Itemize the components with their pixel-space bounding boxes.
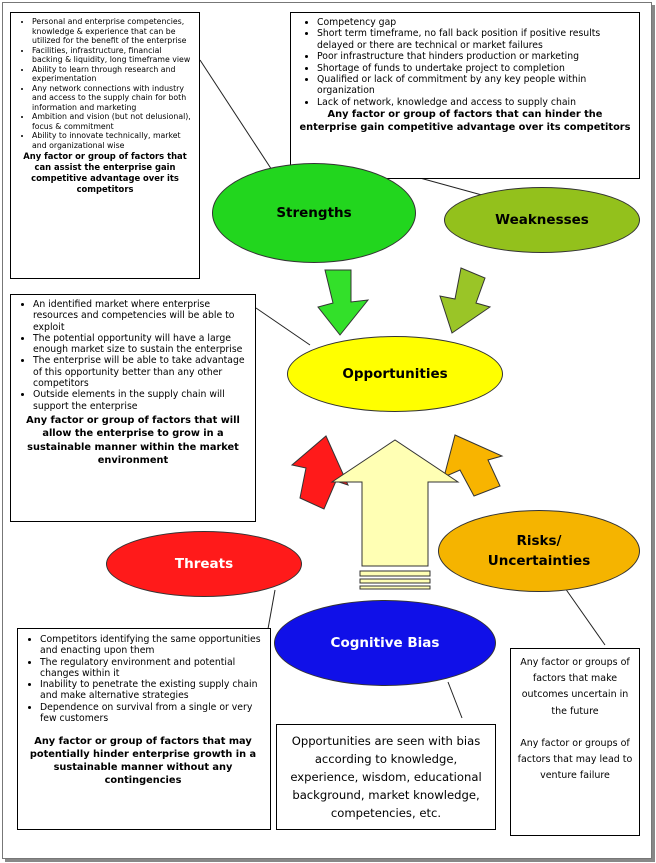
list-item: Facilities, infrastructure, financial ba… bbox=[32, 46, 194, 65]
opportunities-summary: Any factor or group of factors that will… bbox=[26, 414, 240, 467]
strengths-label: Strengths bbox=[276, 205, 352, 221]
strengths-box: Personal and enterprise competencies, kn… bbox=[10, 12, 200, 279]
strengths-list: Personal and enterprise competencies, kn… bbox=[16, 17, 194, 150]
threats-summary: Any factor or group of factors that may … bbox=[29, 736, 257, 787]
risks-summary-uncertain: Any factor or groups of factors that mak… bbox=[520, 657, 630, 717]
cognitive-bias-box: Opportunities are seen with bias accordi… bbox=[276, 724, 496, 830]
opportunities-list: An identified market where enterprise re… bbox=[17, 299, 249, 412]
weaknesses-list: Competency gap Short term timeframe, no … bbox=[299, 17, 631, 108]
list-item: The regulatory environment and potential… bbox=[40, 657, 262, 680]
cognitive-bias-connector-line bbox=[447, 681, 463, 719]
risks-summary-failure: Any factor or groups of factors that may… bbox=[517, 737, 633, 782]
list-item: Personal and enterprise competencies, kn… bbox=[32, 17, 194, 46]
strengths-arrow bbox=[317, 269, 370, 336]
list-item: An identified market where enterprise re… bbox=[33, 299, 249, 333]
threats-ellipse: Threats bbox=[106, 531, 302, 597]
weaknesses-summary: Any factor or group of factors that can … bbox=[299, 109, 631, 133]
cognitive-bias-ellipse: Cognitive Bias bbox=[274, 600, 496, 686]
list-item: Ability to innovate technically, market … bbox=[32, 131, 194, 150]
cognitive-bias-description: Opportunities are seen with bias accordi… bbox=[290, 734, 482, 820]
list-item: Lack of network, knowledge and access to… bbox=[317, 97, 631, 108]
list-item: Shortage of funds to undertake project t… bbox=[317, 63, 631, 74]
threats-label: Threats bbox=[174, 556, 234, 572]
threats-list: Competitors identifying the same opportu… bbox=[24, 634, 262, 724]
list-item: The potential opportunity will have a la… bbox=[33, 333, 249, 356]
list-item: Poor infrastructure that hinders product… bbox=[317, 51, 631, 62]
list-item: Dependence on survival from a single or … bbox=[40, 702, 262, 725]
list-item: Competitors identifying the same opportu… bbox=[40, 634, 262, 657]
weaknesses-box: Competency gap Short term timeframe, no … bbox=[290, 12, 640, 179]
opportunities-box: An identified market where enterprise re… bbox=[10, 294, 256, 522]
list-item: Outside elements in the supply chain wil… bbox=[33, 389, 249, 412]
cognitive-bias-arrow-stripe bbox=[359, 578, 431, 584]
threats-arrow bbox=[290, 435, 349, 510]
risks-label: Risks/ Uncertainties bbox=[487, 533, 591, 569]
risks-box: Any factor or groups of factors that mak… bbox=[510, 648, 640, 836]
risks-arrow bbox=[443, 434, 504, 497]
cognitive-bias-label: Cognitive Bias bbox=[330, 635, 440, 651]
list-item: Inability to penetrate the existing supp… bbox=[40, 679, 262, 702]
opportunities-label: Opportunities bbox=[342, 366, 448, 382]
strengths-ellipse: Strengths bbox=[212, 163, 416, 263]
opportunities-connector-line bbox=[255, 307, 311, 346]
list-item: Short term timeframe, no fall back posit… bbox=[317, 28, 631, 51]
strengths-summary: Any factor or group of factors that can … bbox=[23, 151, 187, 194]
threats-box: Competitors identifying the same opportu… bbox=[17, 628, 271, 830]
cognitive-bias-arrow-stripe bbox=[359, 570, 431, 577]
weaknesses-label: Weaknesses bbox=[495, 212, 589, 228]
risks-connector-line bbox=[564, 587, 606, 646]
risks-ellipse: Risks/ Uncertainties bbox=[438, 510, 640, 592]
weaknesses-ellipse: Weaknesses bbox=[444, 187, 640, 253]
weaknesses-arrow bbox=[439, 267, 492, 334]
list-item: Competency gap bbox=[317, 17, 631, 28]
list-item: Ability to learn through research and ex… bbox=[32, 65, 194, 84]
list-item: The enterprise will be able to take adva… bbox=[33, 355, 249, 389]
list-item: Ambition and vision (but not delusional)… bbox=[32, 112, 194, 131]
opportunities-ellipse: Opportunities bbox=[287, 336, 503, 412]
cognitive-bias-arrow-stripe bbox=[359, 585, 431, 590]
list-item: Any network connections with industry an… bbox=[32, 84, 194, 113]
cognitive-bias-arrow bbox=[330, 439, 460, 567]
list-item: Qualified or lack of commitment by any k… bbox=[317, 74, 631, 97]
